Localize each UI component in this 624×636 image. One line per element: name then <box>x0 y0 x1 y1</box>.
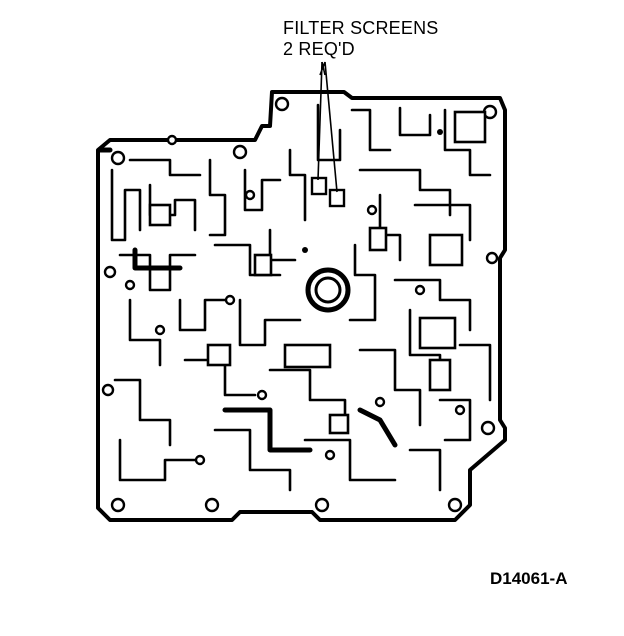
figure-id: D14061-A <box>490 569 568 588</box>
filter-screens-callout: FILTER SCREENS 2 REQ'D <box>283 18 439 60</box>
plate-pockets <box>148 110 487 435</box>
bolt-holes <box>101 96 499 513</box>
callout-line-2: 2 REQ'D <box>283 39 355 59</box>
callout-line-1: FILTER SCREENS <box>283 18 439 38</box>
fluid-passages <box>97 103 492 492</box>
small-orifices <box>124 129 466 466</box>
callout-leader-lines <box>317 61 338 193</box>
separator-plate-outline <box>96 90 507 522</box>
center-orifice <box>305 267 351 313</box>
